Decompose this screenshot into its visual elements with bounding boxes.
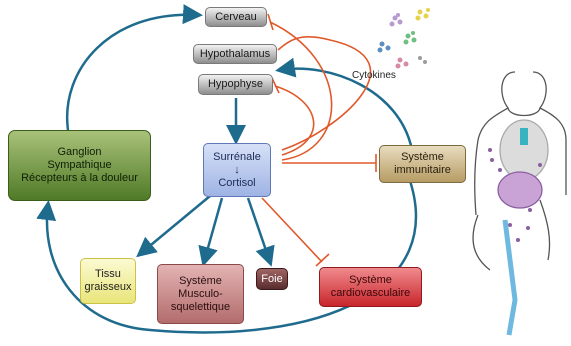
cytokines-label: Cytokines — [352, 70, 396, 81]
arrow-surrenale-to-tissu — [136, 195, 211, 258]
cerveau-label: Cerveau — [215, 10, 257, 23]
arrow-immunitaire-to-hypophyse — [275, 57, 414, 151]
inhibit-to-cardio — [261, 197, 323, 263]
musculo-node: Système Musculo- squelettique — [157, 264, 244, 324]
immunitaire-node: Système immunitaire — [379, 145, 466, 183]
arrow-immunitaire-to-ganglion — [36, 174, 418, 334]
hypophyse-node: Hypophyse — [198, 74, 273, 95]
foie-node: Foie — [256, 268, 288, 290]
ganglion-node: Ganglion Sympathique Récepteurs à la dou… — [8, 130, 151, 201]
hypophyse-label: Hypophyse — [207, 78, 264, 90]
arrow-surrenale-to-musculo — [198, 197, 224, 267]
inhibit-to-hypothalamus — [277, 35, 372, 151]
foie-label: Foie — [261, 272, 283, 285]
arrow-surrenale-to-foie — [246, 197, 275, 267]
cerveau-node: Cerveau — [205, 7, 267, 27]
tissu-node: Tissu graisseux — [80, 258, 136, 304]
cardio-node: Système cardiovasculaire — [319, 267, 422, 307]
surrenale-node: Surrénale ↓ Cortisol — [203, 143, 271, 197]
hypothalamus-node: Hypothalamus — [193, 44, 277, 64]
inhibit-to-hypophyse — [274, 85, 315, 156]
hypothalamus-label: Hypothalamus — [199, 47, 271, 60]
arrow-ganglion-to-cerveau — [65, 4, 203, 131]
inhibit-to-cerveau — [269, 21, 333, 161]
cytokine-cluster-icon — [377, 8, 430, 69]
human-body-illustration — [472, 71, 567, 336]
